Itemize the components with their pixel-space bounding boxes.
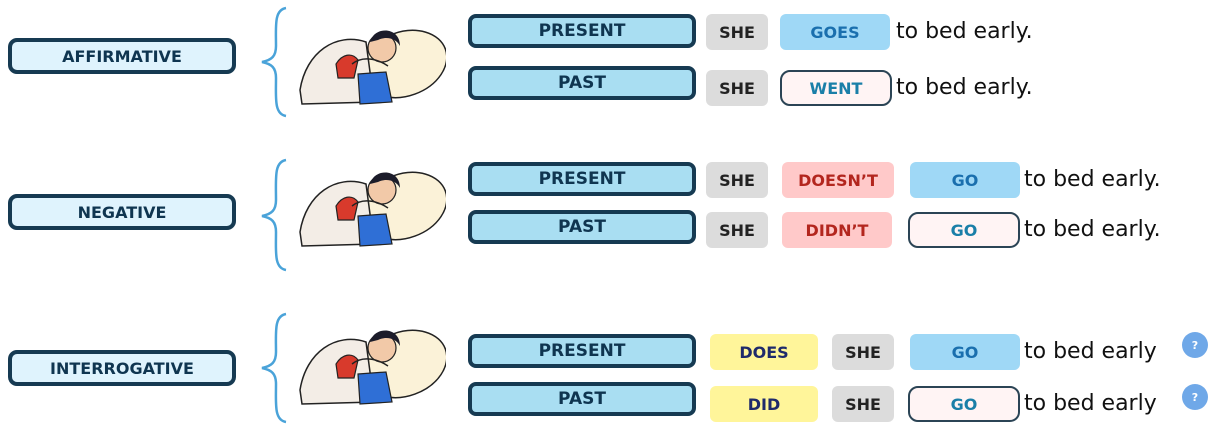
sentence-tail: to bed early. [896,19,1033,44]
curly-brace-icon [261,6,287,118]
tense-present: PRESENT [468,162,696,196]
tense-present: PRESENT [468,334,696,368]
curly-brace-icon [261,158,287,272]
auxiliary-chip: DID [710,386,818,422]
sleeping-girl-illustration [299,29,446,105]
interrogative-label: INTERROGATIVE [8,350,236,386]
negative-label: NEGATIVE [8,194,236,230]
subject-chip: SHE [706,14,768,50]
tense-present: PRESENT [468,14,696,48]
verb-chip: GOES [780,14,890,50]
subject-chip: SHE [706,162,768,198]
base-verb-chip: GO [908,386,1020,422]
irregular-verb-chip: WENT [780,70,892,106]
tense-past: PAST [468,66,696,100]
subject-chip: SHE [706,212,768,248]
affirmative-label: AFFIRMATIVE [8,38,236,74]
auxiliary-chip: DOES [710,334,818,370]
tense-past: PAST [468,210,696,244]
sentence-tail: to bed early. [896,75,1033,100]
subject-chip: SHE [832,386,894,422]
curly-brace-icon [261,312,287,424]
base-verb-chip: GO [908,212,1020,248]
question-mark-icon: ? [1182,384,1208,410]
sentence-tail: to bed early [1024,339,1157,364]
sleeping-girl-illustration [299,171,446,247]
subject-chip: SHE [706,70,768,106]
subject-chip: SHE [832,334,894,370]
verb-chip: GO [910,334,1020,370]
negative-auxiliary-chip: DIDN’T [782,212,892,248]
sentence-tail: to bed early [1024,391,1157,416]
sentence-tail: to bed early. [1024,167,1161,192]
sleeping-girl-illustration [299,329,446,405]
tense-past: PAST [468,382,696,416]
sentence-tail: to bed early. [1024,217,1161,242]
verb-chip: GO [910,162,1020,198]
negative-auxiliary-chip: DOESN’T [782,162,894,198]
question-mark-icon: ? [1182,332,1208,358]
